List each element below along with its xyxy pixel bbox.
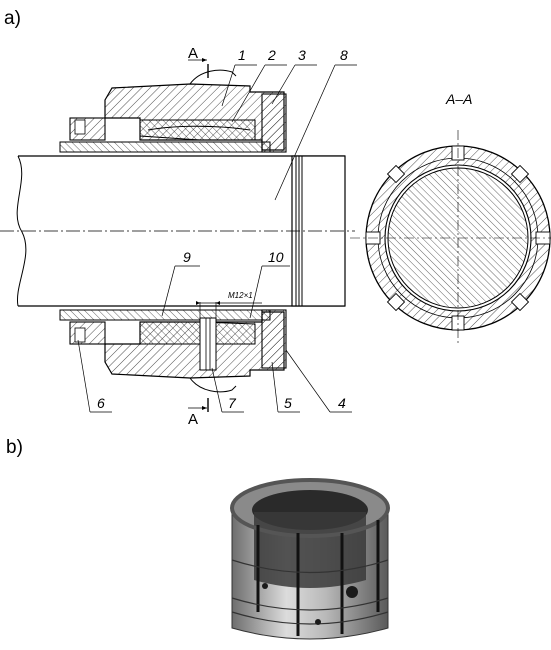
panel-a-label: a) [4, 8, 21, 29]
leader-lines [77, 64, 357, 413]
upper-flange [261, 93, 287, 153]
lower-housing [104, 311, 285, 379]
section-marker-top [188, 58, 209, 78]
upper-wedge [139, 119, 256, 141]
lower-flange [261, 309, 287, 369]
section-title: A–A [445, 91, 472, 107]
callout-5: 5 [284, 395, 292, 411]
callout-6: 6 [97, 395, 105, 411]
oil-channel [199, 317, 217, 371]
panel-b-label: b) [6, 437, 23, 458]
callout-7: 7 [228, 395, 237, 411]
callout-3: 3 [298, 47, 306, 63]
upper-sleeve [59, 141, 271, 153]
callout-8: 8 [340, 47, 348, 63]
collet-photo [230, 478, 390, 640]
callout-1: 1 [238, 47, 246, 63]
callout-2: 2 [267, 47, 276, 63]
callout-4: 4 [338, 395, 346, 411]
cross-section-aa [350, 130, 551, 346]
section-mark-top: A [188, 45, 198, 62]
section-drawing [0, 69, 355, 393]
thread-label: M12×1 [228, 291, 253, 300]
callout-10: 10 [268, 249, 284, 265]
section-marker-bottom [188, 398, 209, 412]
callout-9: 9 [183, 249, 191, 265]
lower-sleeve [59, 309, 271, 321]
section-mark-bottom: A [188, 411, 198, 428]
